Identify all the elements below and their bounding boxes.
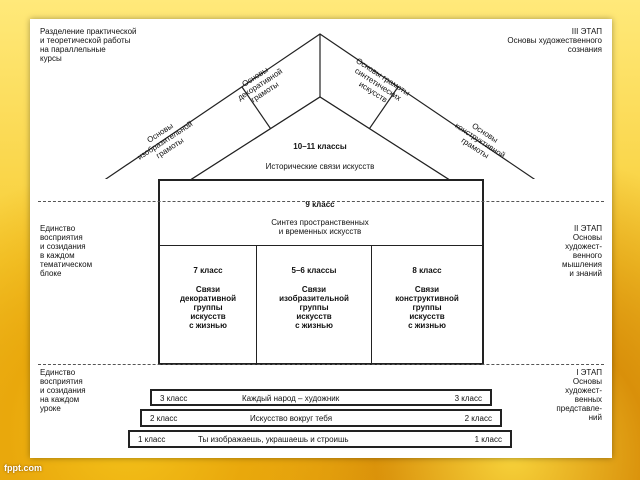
- col1-grade: 7 класс: [193, 266, 223, 275]
- roof-subtitle: Исторические связи искусств: [265, 162, 375, 171]
- step-3-grade-right: 3 класс: [454, 394, 482, 403]
- diagram-card: Разделение практической и теоретической …: [30, 19, 612, 458]
- step-3-title: Каждый народ – художник: [242, 394, 340, 403]
- col3-text: Связи конструктивной группы искусств с ж…: [395, 285, 459, 330]
- col2-text: Связи изобразительной группы искусств с …: [279, 285, 349, 330]
- building-body: [158, 179, 484, 365]
- dashed-separator-1: [38, 201, 604, 202]
- step-1-grade-right: 1 класс: [474, 435, 502, 444]
- right-label-bot: I ЭТАП Основы художест- венных представл…: [556, 368, 602, 422]
- step-1-grade-left: 1 класс: [138, 435, 166, 444]
- step-2-grade-right: 2 класс: [464, 414, 492, 423]
- left-label-mid: Единство восприятия и созидания в каждом…: [40, 224, 93, 278]
- col-divider-1: [256, 245, 257, 365]
- roof-diagram: [104, 33, 536, 179]
- step-3: 3 класс Каждый народ – художник 3 класс: [150, 389, 492, 406]
- left-label-bot: Единство восприятия и созидания на каждо…: [40, 368, 86, 413]
- step-2-grade-left: 2 класс: [150, 414, 178, 423]
- right-label-mid: II ЭТАП Основы художест- венного мышлени…: [561, 224, 602, 278]
- step-3-grade-left: 3 класс: [160, 394, 188, 403]
- step-2-title: Искусство вокруг тебя: [250, 414, 333, 423]
- step-1-title: Ты изображаешь, украшаешь и строишь: [198, 435, 349, 444]
- step-2: 2 класс Искусство вокруг тебя 2 класс: [140, 409, 502, 427]
- row-divider: [158, 245, 484, 246]
- col2-grade: 5–6 классы: [291, 266, 337, 275]
- col-divider-2: [371, 245, 372, 365]
- dashed-separator-2: [38, 364, 604, 365]
- step-1: 1 класс Ты изображаешь, украшаешь и стро…: [128, 430, 512, 448]
- grade-9: 9 класс: [305, 200, 335, 209]
- col1-text: Связи декоративной группы искусств с жиз…: [179, 285, 237, 330]
- synthesis-text: Синтез пространственных и временных иску…: [271, 218, 369, 236]
- watermark-text: fppt.com: [4, 463, 42, 473]
- left-label-top: Разделение практической и теоретической …: [40, 27, 137, 63]
- right-label-top: III ЭТАП Основы художественного сознания: [507, 27, 602, 54]
- col3-grade: 8 класс: [412, 266, 442, 275]
- roof-grade: 10–11 классы: [293, 142, 347, 151]
